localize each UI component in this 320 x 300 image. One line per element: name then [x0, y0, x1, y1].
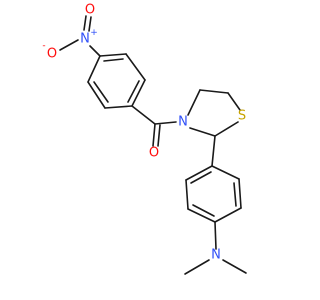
- atom-symbol: O: [85, 3, 95, 18]
- bond-n-c4: [187, 89, 201, 116]
- bond-c-n: [154, 121, 177, 125]
- bond-c-o-a: [152, 123, 156, 147]
- bond-n-o-minus: [59, 39, 79, 51]
- bond-c5-s: [227, 92, 241, 111]
- bond-ring2-b: [238, 178, 242, 209]
- bond-ring1-f: [87, 55, 101, 83]
- bond-ring-carbonyl: [131, 105, 156, 125]
- atom-n-thiazolidine: N: [178, 115, 188, 130]
- bond-ring1-a: [99, 53, 127, 57]
- bond-n-o-double-b: [88, 16, 92, 32]
- bond-c-o-b: [157, 124, 161, 147]
- bond-ring1-d: [104, 105, 133, 109]
- bond-ring1-b: [125, 53, 146, 81]
- atom-symbol: S: [238, 109, 246, 124]
- atom-symbol: N: [178, 115, 188, 130]
- bond-ring2-a: [211, 165, 240, 180]
- bond-ring2-e: [185, 179, 189, 210]
- atom-o-carbonyl: O: [149, 146, 159, 161]
- atom-n-nitro: N +: [80, 28, 98, 47]
- bond-ring-nme2: [214, 221, 217, 250]
- atom-symbol: O: [47, 47, 57, 62]
- bond-ring1-c: [131, 79, 146, 107]
- atom-symbol: N: [80, 32, 90, 47]
- bond-s-c2: [214, 121, 239, 137]
- molecule-diagram: O - N + O O N S N: [42, 3, 247, 275]
- atom-labels: O - N + O O N S N: [42, 3, 246, 263]
- bond-ring2-f: [185, 165, 213, 181]
- bond-ring2-d: [187, 208, 216, 223]
- bond-c2-n: [189, 127, 216, 137]
- bond-ring1-c-inner: [127, 80, 140, 103]
- atom-n-dimethylamino: N: [211, 248, 221, 263]
- bond-ring1-e-inner: [93, 81, 109, 103]
- bond-ring2-b-inner: [233, 182, 237, 207]
- bond-c2-phenyl: [211, 135, 216, 167]
- atom-o-nitro-double: O: [85, 3, 95, 18]
- atom-symbol: O: [149, 146, 159, 161]
- bond-ring2-f-inner: [190, 171, 212, 184]
- bond-n-methyl-left: [184, 259, 210, 275]
- bond-ring2-c: [214, 207, 242, 223]
- bond-c4-c5: [199, 89, 229, 94]
- atom-charge: +: [90, 28, 98, 38]
- atom-o-nitro-minus: O -: [42, 41, 57, 62]
- atom-charge: -: [42, 41, 45, 51]
- bond-n-methyl-right: [222, 259, 247, 274]
- bond-n-o-double-a: [83, 15, 87, 31]
- bond-ring1-a-inner: [103, 58, 124, 62]
- bond-n-ring: [89, 45, 101, 57]
- bond-ring2-d-inner: [192, 204, 215, 217]
- atom-s-thiazolidine: S: [238, 109, 246, 124]
- bonds: [59, 15, 247, 275]
- bond-ring1-e: [87, 81, 106, 109]
- structure-svg: O - N + O O N S N: [42, 3, 247, 275]
- atom-symbol: N: [211, 248, 221, 263]
